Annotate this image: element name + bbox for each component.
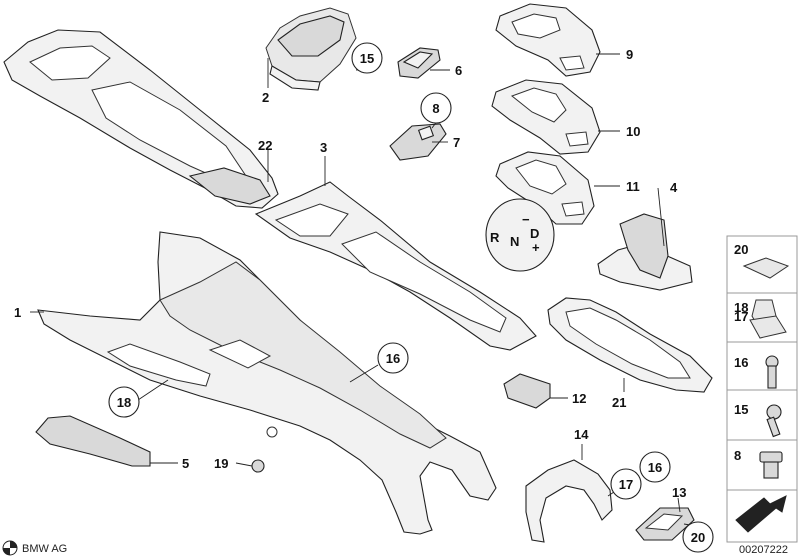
part-21-frame (547, 297, 713, 393)
part-2-cupholder (265, 7, 357, 91)
drawing-code: 00207222 (739, 544, 788, 556)
clip-17-shape (749, 315, 787, 339)
label-4: 4 (670, 180, 678, 195)
part-19-clip (251, 459, 265, 473)
label-11: 11 (626, 179, 640, 194)
label-10: 10 (626, 124, 640, 139)
brand-text: BMW AG (22, 543, 67, 555)
shift-d: D (530, 226, 539, 241)
part-5-pad (35, 415, 151, 467)
label-3: 3 (320, 140, 327, 155)
cap-8-shape (763, 461, 779, 479)
label-21: 21 (612, 395, 626, 410)
part-9-trim (495, 3, 601, 77)
shift-r: R (490, 230, 500, 245)
footer: BMW AG 00207222 (2, 540, 788, 556)
label-14: 14 (574, 427, 589, 442)
label-22: 22 (258, 138, 272, 153)
label-2: 2 (262, 90, 269, 105)
part-labels: 1 2 3 4 5 6 7 9 10 11 12 13 14 19 21 22 (14, 47, 686, 500)
part-1-console (37, 231, 497, 535)
label-5: 5 (182, 456, 189, 471)
label-19: 19 (214, 456, 228, 471)
part-13-plate (635, 507, 695, 541)
label-16a: 16 (386, 351, 400, 366)
part-12-cover (503, 373, 551, 409)
label-18: 18 (117, 395, 131, 410)
side-item-18: 18 (734, 300, 748, 315)
label-12: 12 (572, 391, 586, 406)
side-item-20: 20 (734, 242, 748, 257)
circled-labels: 15 8 16 18 16 17 20 (108, 42, 714, 553)
part-10-trim (491, 79, 601, 155)
screw-16-shape (767, 365, 777, 389)
part-14-bracket (525, 459, 613, 543)
part-6-switch (397, 47, 441, 79)
label-20: 20 (691, 530, 705, 545)
arrow-icon (735, 495, 787, 533)
part-4-boot (597, 213, 693, 291)
label-7: 7 (453, 135, 460, 150)
fastener-panel: 20 18 17 16 15 8 (726, 235, 798, 543)
label-13: 13 (672, 485, 686, 500)
side-item-16: 16 (734, 355, 748, 370)
label-1: 1 (14, 305, 21, 320)
label-6: 6 (455, 63, 462, 78)
shift-n: N (510, 234, 519, 249)
shift-pattern-knob: R N D − + (485, 198, 555, 272)
part-22-trim-panel (3, 29, 279, 209)
label-17: 17 (619, 477, 633, 492)
side-item-15: 15 (734, 402, 748, 417)
side-item-8: 8 (734, 448, 741, 463)
part-7-switch (389, 123, 447, 161)
label-16b: 16 (648, 460, 662, 475)
shift-plus: + (532, 240, 540, 255)
part-11-trim (495, 151, 595, 225)
bmw-logo-quadrant-a (10, 541, 17, 548)
shift-minus: − (522, 212, 530, 227)
screw-15-shape (766, 416, 781, 438)
label-9: 9 (626, 47, 633, 62)
side-item-17: 17 (734, 309, 748, 324)
bmw-logo-quadrant-b (3, 548, 10, 555)
part-3-trim-panel (254, 181, 537, 351)
label-8: 8 (432, 101, 439, 116)
label-15: 15 (360, 51, 374, 66)
clip-20-shape (742, 257, 790, 279)
